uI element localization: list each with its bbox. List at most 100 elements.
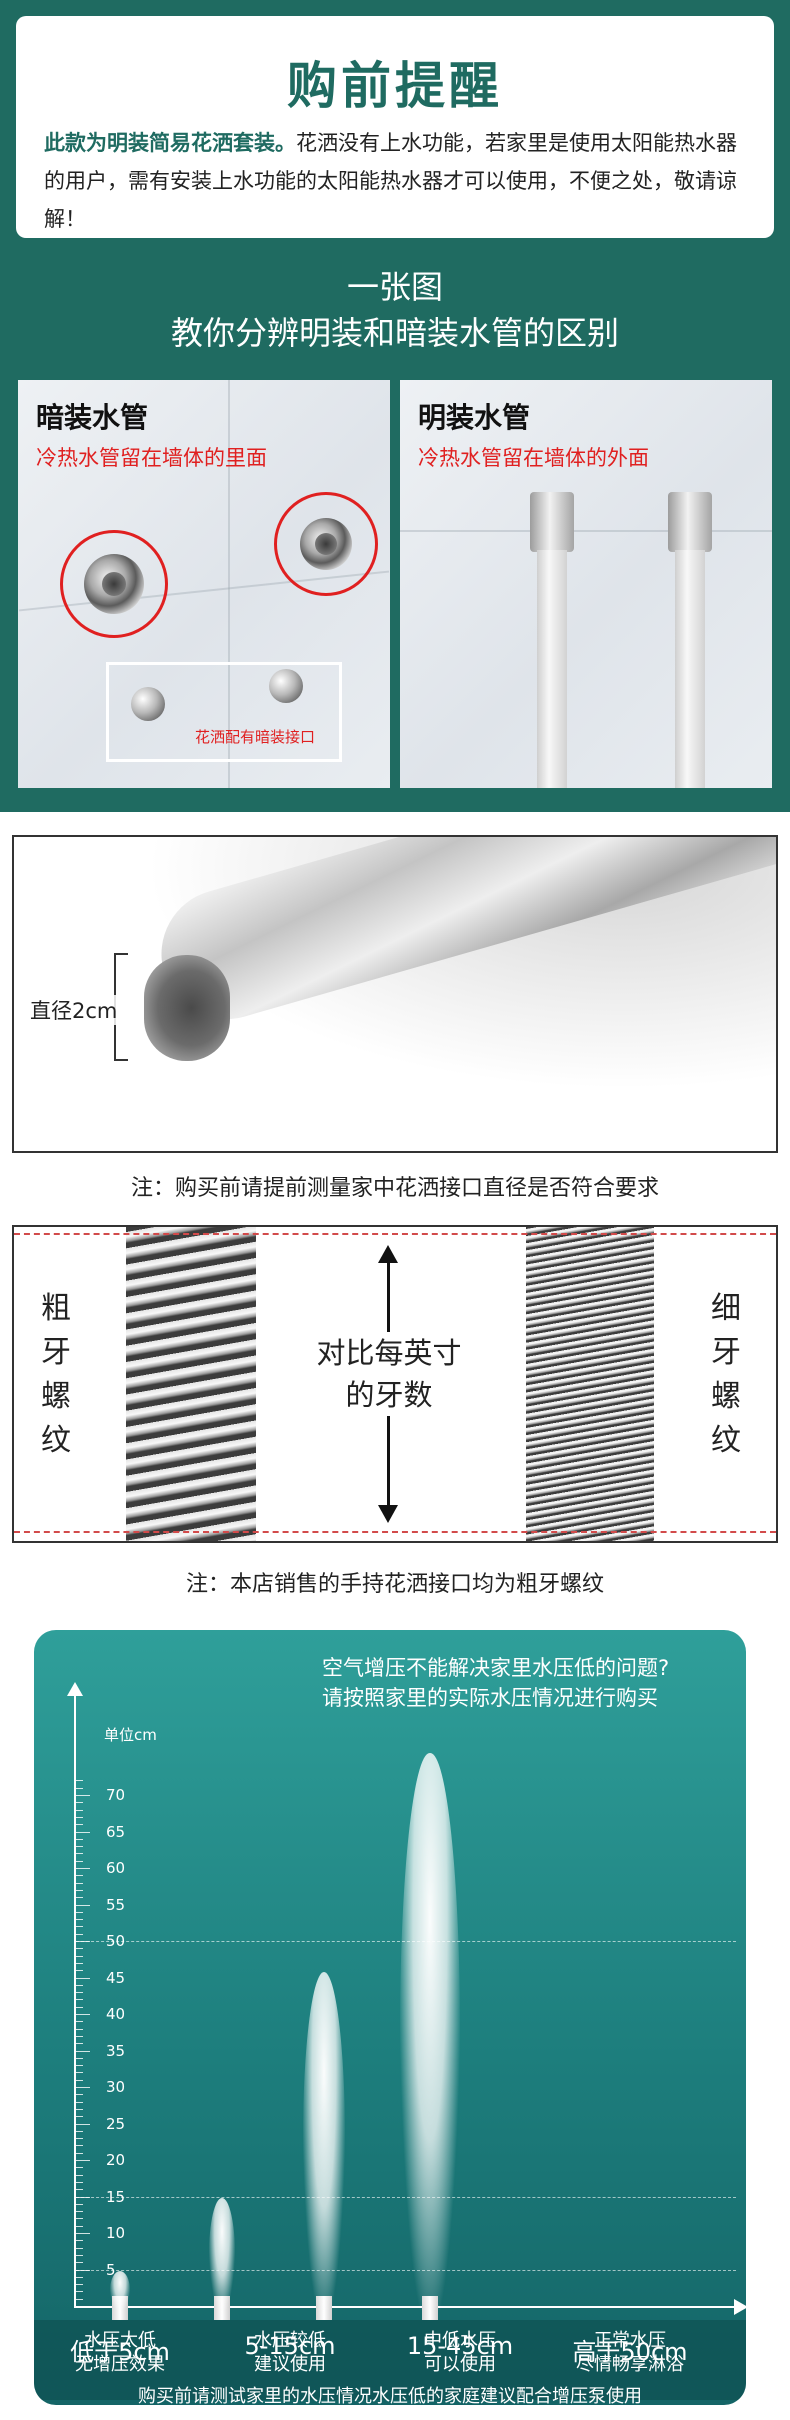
- exposed-pipe-panel: 明装水管 冷热水管留在墙体的外面: [400, 380, 772, 788]
- y-tick-mark: [74, 2233, 90, 2234]
- y-tick-mark: [74, 2247, 83, 2249]
- y-tick-mark: [74, 2211, 83, 2213]
- connector-knob-icon: [131, 687, 165, 721]
- exposed-title: 明装水管: [418, 401, 531, 434]
- y-tick-mark: [74, 1889, 83, 1891]
- y-tick-mark: [74, 1787, 83, 1789]
- range-label: 15-45cm: [406, 2332, 514, 2360]
- thread-compare-line-1: 对比每英寸: [316, 1336, 462, 1370]
- y-tick-mark: [74, 1919, 83, 1921]
- pressure-desc-line-1: 水压较低: [254, 2330, 326, 2351]
- y-tick-mark: [74, 2240, 83, 2242]
- pressure-question-1: 空气增压不能解决家里水压低的问题?: [322, 1656, 670, 1680]
- y-tick-mark: [74, 1780, 83, 1782]
- pressure-desc-line-1: 水压太低: [84, 2330, 156, 2351]
- y-tick-label: 55: [106, 1895, 126, 1914]
- concealed-desc: 冷热水管留在墙体的里面: [36, 446, 267, 470]
- concealed-pipe-panel: 暗装水管 冷热水管留在墙体的里面 花洒配有暗装接口: [18, 380, 390, 788]
- y-tick-label: 35: [106, 2041, 126, 2060]
- pressure-legend-band: [34, 2320, 746, 2400]
- y-tick-mark: [74, 2262, 83, 2264]
- y-tick-mark: [74, 2043, 83, 2045]
- red-circle-highlight: [60, 530, 168, 638]
- diameter-note: 注：购买前请提前测量家中花洒接口直径是否符合要求: [130, 1176, 659, 1201]
- y-tick-mark: [74, 1970, 83, 1972]
- pressure-unit: 单位cm: [104, 1726, 157, 1744]
- y-tick-mark: [74, 1955, 83, 1957]
- y-tick-mark: [74, 2050, 90, 2052]
- y-tick-mark: [74, 2035, 83, 2037]
- y-tick-mark: [74, 2138, 83, 2140]
- y-tick-mark: [74, 1911, 83, 1913]
- y-tick-mark: [74, 2079, 83, 2081]
- y-tick-mark: [74, 2298, 83, 2300]
- diameter-figure: 直径2cm: [12, 835, 778, 1153]
- y-tick-mark: [74, 2254, 83, 2256]
- notice-highlight: 此款为明装简易花洒套装。: [44, 131, 296, 155]
- pressure-descriptions: 水压太低 无增压效果 水压较低 建议使用 中低水压 可以使用 正常水压 尽情畅享…: [34, 2320, 746, 2400]
- arrow-down-icon: [378, 1505, 398, 1523]
- y-tick-mark: [74, 1948, 83, 1950]
- compare-subtitle-2: 教你分辨明装和暗装水管的区别: [170, 314, 619, 352]
- water-jet: [302, 1971, 346, 2310]
- y-tick-mark: [74, 2276, 83, 2278]
- y-tick-mark: [74, 2189, 83, 2191]
- y-axis-arrow-icon: [67, 1682, 83, 1696]
- thread-compare-text: 对比每英寸 的牙数: [299, 1332, 479, 1416]
- pressure-desc-line-1: 正常水压: [594, 2330, 666, 2351]
- y-tick-mark: [74, 2145, 83, 2147]
- y-tick-mark: [74, 1962, 83, 1964]
- pressure-question-2: 请按照家里的实际水压情况进行购买: [322, 1686, 658, 1710]
- y-tick-mark: [74, 1824, 83, 1826]
- y-tick-mark: [74, 2218, 83, 2220]
- range-label: 高于50cm: [572, 2338, 688, 2366]
- y-tick-mark: [74, 2152, 83, 2154]
- y-tick-mark: [74, 2167, 83, 2169]
- water-jet: [400, 1752, 460, 2310]
- pressure-desc-line-2: 可以使用: [424, 2354, 496, 2375]
- y-tick-mark: [74, 2072, 83, 2074]
- diameter-label: 直径2cm: [30, 995, 118, 1025]
- y-tick-mark: [74, 1802, 83, 1804]
- y-tick-mark: [74, 2130, 83, 2132]
- y-tick-mark: [74, 2291, 83, 2293]
- y-tick-mark: [74, 1868, 90, 1869]
- y-tick-mark: [74, 2225, 83, 2227]
- fitting-hole: [102, 572, 126, 596]
- pipe-fitting-icon: [530, 492, 574, 552]
- bottom-dashed-line: [14, 1531, 776, 1533]
- water-jet: [109, 2270, 131, 2310]
- y-tick-mark: [74, 2123, 90, 2125]
- y-tick-mark: [74, 2087, 90, 2088]
- y-tick-mark: [74, 1860, 83, 1862]
- x-axis-arrow-icon: [734, 2299, 746, 2315]
- y-tick-mark: [74, 1897, 83, 1899]
- pipe-fitting-icon: [668, 492, 712, 552]
- fine-thread-label: 细牙螺纹: [711, 1291, 741, 1458]
- thread-figure: 粗牙螺纹 细牙螺纹 对比每英寸 的牙数: [12, 1225, 778, 1543]
- y-tick-mark: [74, 1992, 83, 1994]
- y-tick-label: 60: [106, 1859, 126, 1877]
- y-tick-label: 70: [106, 1786, 126, 1804]
- y-tick-mark: [74, 1816, 83, 1818]
- y-tick-mark: [74, 2014, 90, 2015]
- pressure-footer: 购买前请测试家里的水压情况水压低的家庭建议配合增压泵使用: [138, 2386, 642, 2407]
- y-tick-mark: [74, 2006, 83, 2008]
- notice-text: 此款为明装简易花洒套装。花洒没有上水功能，若家里是使用太阳能热水器的用户，需有安…: [44, 124, 744, 238]
- y-tick-mark: [74, 1875, 83, 1877]
- y-tick-mark: [74, 1977, 90, 1979]
- y-tick-mark: [74, 2174, 83, 2176]
- red-circle-highlight: [274, 492, 378, 596]
- y-tick-mark: [74, 2116, 83, 2118]
- fitting-hole: [315, 533, 337, 555]
- pressure-desc-line-1: 中低水压: [424, 2330, 496, 2351]
- y-tick-mark: [74, 1882, 83, 1884]
- coarse-thread-image: [126, 1227, 256, 1541]
- water-jet: [209, 2197, 235, 2310]
- notice-title: 购前提醒: [287, 57, 503, 115]
- tile-seam: [228, 380, 230, 788]
- y-tick-label: 65: [106, 1822, 126, 1841]
- y-tick-label: 20: [106, 2151, 126, 2169]
- pressure-desc-line-2: 建议使用: [254, 2354, 326, 2375]
- y-tick-label: 30: [106, 2078, 126, 2096]
